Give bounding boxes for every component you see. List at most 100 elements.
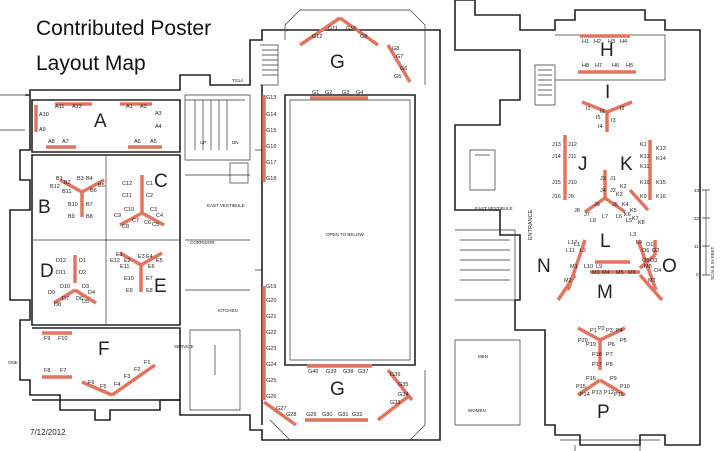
board-label: K12	[640, 154, 650, 160]
board-label: K8	[638, 220, 645, 226]
board-label: F8	[44, 368, 50, 374]
board-label: G18	[266, 176, 276, 182]
board-label: G28	[286, 412, 296, 418]
board-J-arm2	[603, 196, 627, 214]
board-label: A4	[155, 124, 162, 130]
board-label: J5	[612, 202, 618, 208]
board-label: L10	[584, 264, 593, 270]
section-O: O	[662, 256, 677, 277]
board-label: I5	[596, 115, 601, 121]
board-P-arm2	[599, 326, 626, 342]
board-label: F3	[124, 374, 130, 380]
board-label: L1	[574, 242, 580, 248]
board-label: K13	[656, 146, 666, 152]
board-label: J15	[552, 180, 561, 186]
section-H: H	[600, 40, 614, 61]
board-label: G39	[326, 369, 336, 375]
board-label: L12	[568, 240, 577, 246]
board-label: C6	[144, 220, 151, 226]
board-label: J9	[568, 194, 574, 200]
board-label: G34	[398, 392, 408, 398]
board-label: B10	[68, 202, 78, 208]
board-L-right	[636, 239, 658, 291]
ts14-label: TS14	[232, 78, 243, 83]
board-label: P13	[592, 390, 602, 396]
board-label: M4	[602, 270, 610, 276]
board-label: G24	[266, 362, 276, 368]
board-O-arm1	[638, 253, 657, 270]
board-label: G22	[266, 330, 276, 336]
board-C-arm1	[119, 211, 143, 227]
board-label: C10	[124, 207, 134, 213]
board-label: G37	[358, 369, 368, 375]
board-label: J11	[568, 154, 576, 160]
board-label: G36	[390, 372, 400, 378]
east-vestibule-left: EAST VESTIBULE	[207, 203, 245, 208]
board-label: K11	[640, 164, 649, 170]
board-G-roof1	[299, 16, 341, 47]
board-C-arm2	[141, 211, 165, 227]
board-label: E11	[120, 264, 129, 270]
board-label: D4	[88, 290, 95, 296]
board-label: F10	[58, 336, 67, 342]
section-B: B	[38, 197, 51, 218]
east-vestibule-right: EAST VESTIBULE	[475, 206, 513, 211]
board-label: D8	[54, 302, 61, 308]
board-B-arm2	[81, 178, 105, 194]
scale-mark-22: 22	[694, 216, 700, 221]
section-F: F	[98, 339, 110, 360]
board-label: L11	[566, 248, 575, 254]
men-label: MEN	[478, 354, 488, 359]
board-label: G19	[266, 284, 276, 290]
board-label: M1	[570, 264, 578, 270]
board-label: G20	[266, 298, 276, 304]
board-label: L6	[616, 214, 622, 220]
board-label: P17	[592, 362, 602, 368]
board-E-arm1	[119, 251, 142, 267]
kitchen-label: KITCHEN	[218, 308, 238, 313]
board-label: J12	[568, 142, 577, 148]
board-label: I1	[586, 106, 591, 112]
board-label: K16	[656, 194, 666, 200]
board-G-right-diag	[386, 44, 412, 83]
board-label: G29	[306, 412, 316, 418]
board-label: P11	[614, 392, 623, 398]
board-label: C9	[114, 213, 121, 219]
board-label: D1	[79, 258, 86, 264]
board-label: A12	[72, 104, 82, 110]
board-label: P6	[608, 342, 615, 348]
board-label: A10	[39, 112, 49, 118]
board-label: P8	[606, 362, 613, 368]
board-label: C1	[146, 181, 153, 187]
board-label: C3	[150, 207, 157, 213]
board-label: G3	[342, 90, 349, 96]
section-P: P	[597, 402, 610, 423]
board-label: I3	[611, 118, 616, 124]
section-C: C	[154, 171, 168, 192]
board-label: F2	[134, 367, 140, 373]
board-F-right1	[81, 380, 113, 397]
board-label: C2	[146, 193, 153, 199]
board-label: L4	[636, 240, 642, 246]
board-label: F4	[114, 382, 120, 388]
board-label: J1	[610, 176, 616, 182]
scale-label: SCALE IN FEET	[710, 246, 715, 280]
board-label: H1	[582, 39, 589, 45]
section-N: N	[537, 256, 551, 277]
board-label: K4	[622, 202, 629, 208]
board-label: F9	[44, 336, 50, 342]
map-title-line1: Contributed Poster	[36, 17, 212, 40]
board-label: B3	[77, 176, 84, 182]
board-label: E2	[124, 258, 131, 264]
board-G-bottom-left	[262, 400, 298, 427]
board-label: G6	[400, 66, 407, 72]
board-label: P3	[606, 328, 613, 334]
board-label: D6	[76, 296, 83, 302]
board-label: D2	[79, 270, 86, 276]
section-I: I	[605, 82, 610, 103]
board-label: D12	[56, 258, 66, 264]
board-label: D9	[48, 290, 55, 296]
board-label: G26	[266, 394, 276, 400]
board-label: G4	[356, 90, 363, 96]
